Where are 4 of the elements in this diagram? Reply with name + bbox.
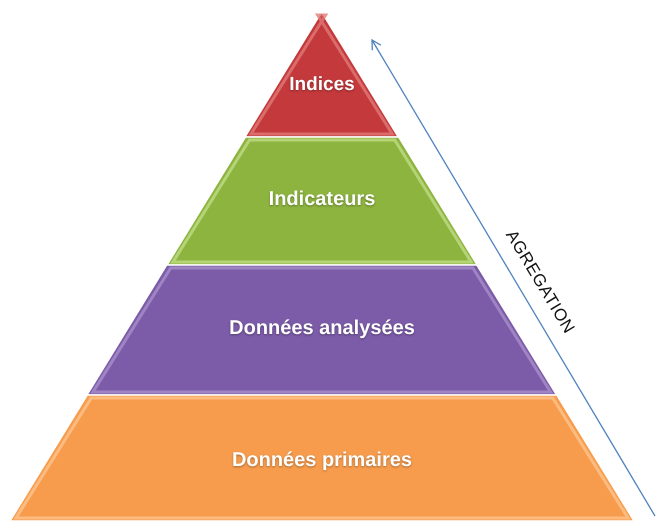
level-label: Indicateurs — [268, 188, 376, 210]
level-label: Données primaires — [232, 448, 412, 472]
level-label: Données analysées — [229, 316, 415, 340]
level-label: Indices — [289, 74, 355, 96]
